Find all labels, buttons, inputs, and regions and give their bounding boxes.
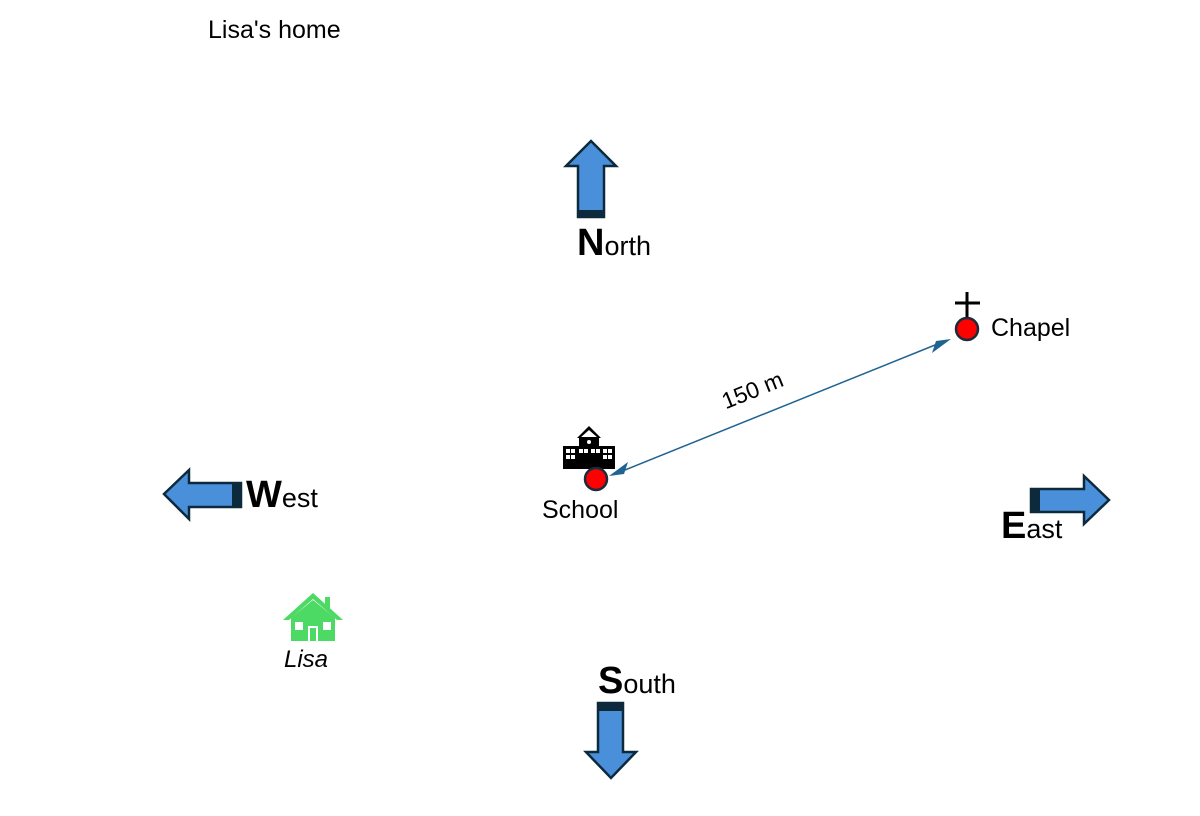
north-rest: orth [604,231,651,261]
south-label: South [598,660,676,703]
west-label: West [246,474,318,517]
south-arrow-icon [583,701,639,780]
arrowhead-school-icon [609,462,628,476]
west-arrow-icon [162,467,243,523]
arrowhead-chapel-icon [932,339,951,353]
south-rest: outh [623,669,676,699]
north-arrow-icon [562,139,620,219]
distance-line [609,339,951,476]
map-title: Lisa's home [208,16,341,44]
north-label: North [577,222,651,265]
school-building-icon [563,426,615,469]
west-initial: W [246,474,282,516]
house-icon [283,593,343,641]
east-initial: E [1001,505,1027,547]
west-rest: est [281,483,318,513]
school-label: School [542,496,619,524]
cross-icon [955,292,980,318]
school-marker[interactable] [583,466,609,492]
north-initial: N [577,222,605,264]
lisa-home-label: Lisa [284,646,329,673]
south-initial: S [598,660,624,702]
chapel-label: Chapel [991,314,1071,342]
chapel-marker[interactable] [954,316,980,342]
east-rest: ast [1026,514,1063,544]
east-arrow-icon [1029,473,1111,527]
east-label: East [1001,505,1062,548]
